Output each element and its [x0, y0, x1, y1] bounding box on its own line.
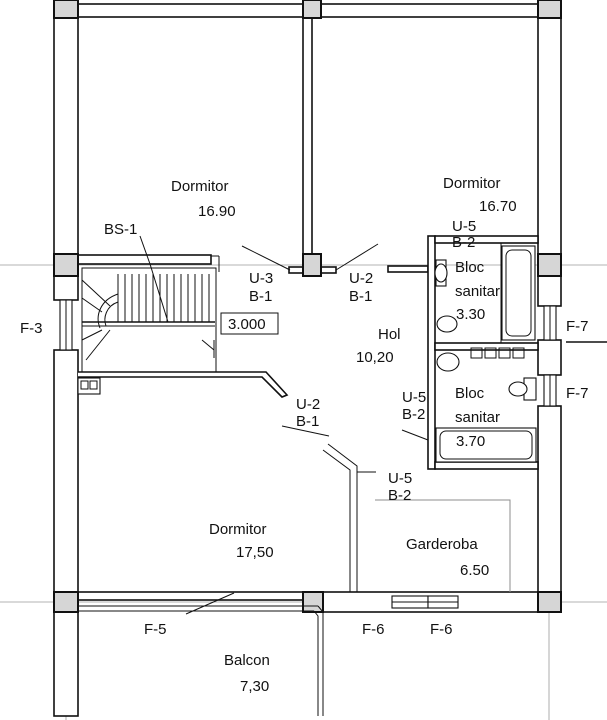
room-name-hol: Hol: [378, 326, 401, 343]
door-tag-u3: U-3: [249, 270, 273, 287]
bathroom-2-fixtures: [435, 347, 537, 463]
room-name-dormitor-bottom: Dormitor: [209, 521, 267, 538]
room-name-balcon: Balcon: [224, 652, 270, 669]
window-tag-f7-bottom: F-7: [566, 385, 589, 402]
level-mark: 3.000: [228, 316, 266, 333]
door-tag-b2-a: B-2: [452, 234, 475, 251]
door-tag-b2-b: B-2: [402, 406, 425, 423]
door-tag-b1-c: B-1: [296, 413, 319, 430]
door-tag-b1-a: B-1: [249, 288, 272, 305]
window-tag-f5: F-5: [144, 621, 167, 638]
room-area-hol: 10,20: [356, 349, 394, 366]
room-name-bloc-sanitar-2-line2: sanitar: [455, 409, 500, 426]
door-tag-b1-b: B-1: [349, 288, 372, 305]
stair-tag: BS-1: [104, 221, 137, 238]
columns: [53, 0, 562, 613]
window-marks: [59, 299, 557, 609]
room-name-bloc-sanitar-1-line1: Bloc: [455, 259, 485, 276]
door-tag-u2-b: U-2: [296, 396, 320, 413]
door-swings: [241, 243, 429, 473]
door-tag-u2-a: U-2: [349, 270, 373, 287]
window-tag-f7-top: F-7: [566, 318, 589, 335]
window-tag-f6-left: F-6: [362, 621, 385, 638]
room-name-bloc-sanitar-2-line1: Bloc: [455, 385, 485, 402]
room-area-balcon: 7,30: [240, 678, 269, 695]
room-name-dormitor-top-left: Dormitor: [171, 178, 229, 195]
vent-shaft: [77, 377, 101, 395]
room-name-dormitor-top-right: Dormitor: [443, 175, 501, 192]
door-tag-u5-a: U-5: [452, 218, 476, 235]
door-tag-u5-c: U-5: [388, 470, 412, 487]
room-area-bloc-sanitar-2: 3.70: [456, 433, 485, 450]
door-tag-u5-b: U-5: [402, 389, 426, 406]
window-tag-f6-right: F-6: [430, 621, 453, 638]
door-tag-b2-c: B-2: [388, 487, 411, 504]
room-name-bloc-sanitar-1-line2: sanitar: [455, 283, 500, 300]
balcony-outline: [78, 592, 324, 716]
room-area-dormitor-top-left: 16.90: [198, 203, 236, 220]
room-name-garderoba: Garderoba: [406, 536, 478, 553]
bathroom-1-fixtures: [434, 245, 536, 341]
staircase: [81, 235, 217, 373]
level-mark-box: [220, 312, 279, 335]
garderoba-outline: [375, 499, 511, 592]
room-area-garderoba: 6.50: [460, 562, 489, 579]
room-area-bloc-sanitar-1: 3.30: [456, 306, 485, 323]
window-tag-f3: F-3: [20, 320, 43, 337]
room-area-dormitor-bottom: 17,50: [236, 544, 274, 561]
room-area-dormitor-top-right: 16.70: [479, 198, 517, 215]
